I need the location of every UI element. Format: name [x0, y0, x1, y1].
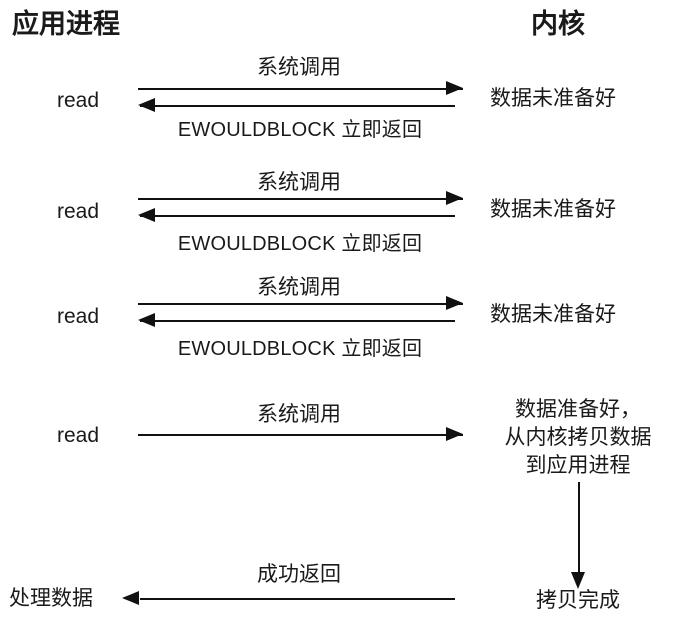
syscall-label-4: 系统调用	[257, 403, 341, 426]
column-header-application-process: 应用进程	[12, 9, 120, 39]
syscall-arrow-shaft-2	[138, 198, 463, 200]
kernel-ready-line-2: 从内核拷贝数据	[504, 426, 652, 449]
return-arrow-shaft-2	[140, 215, 455, 217]
kernel-ready-line-3: 到应用进程	[525, 454, 631, 477]
read-label-4: read	[57, 424, 100, 447]
ewouldblock-label-1: EWOULDBLOCK 立即返回	[177, 119, 423, 141]
kernel-status-1: 数据未准备好	[490, 87, 616, 110]
copy-done-label: 拷贝完成	[536, 589, 620, 612]
column-header-kernel: 内核	[531, 9, 585, 39]
return-arrowhead-left-1	[138, 98, 155, 112]
syscall-arrowhead-right-2	[446, 191, 463, 205]
syscall-label-3: 系统调用	[257, 276, 341, 299]
syscall-arrowhead-right-1	[446, 81, 463, 95]
ewouldblock-label-2: EWOULDBLOCK 立即返回	[177, 233, 423, 255]
return-arrowhead-left-3	[138, 313, 155, 327]
syscall-label-2: 系统调用	[257, 171, 341, 194]
syscall-arrow-shaft-1	[138, 88, 463, 90]
kernel-status-2: 数据未准备好	[490, 198, 616, 221]
process-data-label: 处理数据	[9, 587, 93, 610]
success-return-label: 成功返回	[257, 563, 341, 586]
read-label-1: read	[57, 89, 100, 112]
kernel-ready-line-1: 数据准备好，	[515, 398, 641, 421]
syscall-label-1: 系统调用	[257, 56, 341, 79]
copy-arrowhead-down	[571, 572, 585, 589]
read-label-2: read	[57, 200, 100, 223]
copy-arrow-shaft	[578, 482, 580, 574]
success-return-arrowhead-left	[122, 591, 139, 605]
syscall-arrow-shaft-4	[138, 434, 463, 436]
kernel-status-3: 数据未准备好	[490, 303, 616, 326]
syscall-arrowhead-right-4	[446, 427, 463, 441]
ewouldblock-label-3: EWOULDBLOCK 立即返回	[177, 338, 423, 360]
syscall-arrowhead-right-3	[446, 296, 463, 310]
return-arrowhead-left-2	[138, 208, 155, 222]
success-return-arrow-shaft	[140, 598, 455, 600]
return-arrow-shaft-3	[140, 320, 455, 322]
read-label-3: read	[57, 305, 100, 328]
syscall-arrow-shaft-3	[138, 303, 463, 305]
return-arrow-shaft-1	[140, 105, 455, 107]
